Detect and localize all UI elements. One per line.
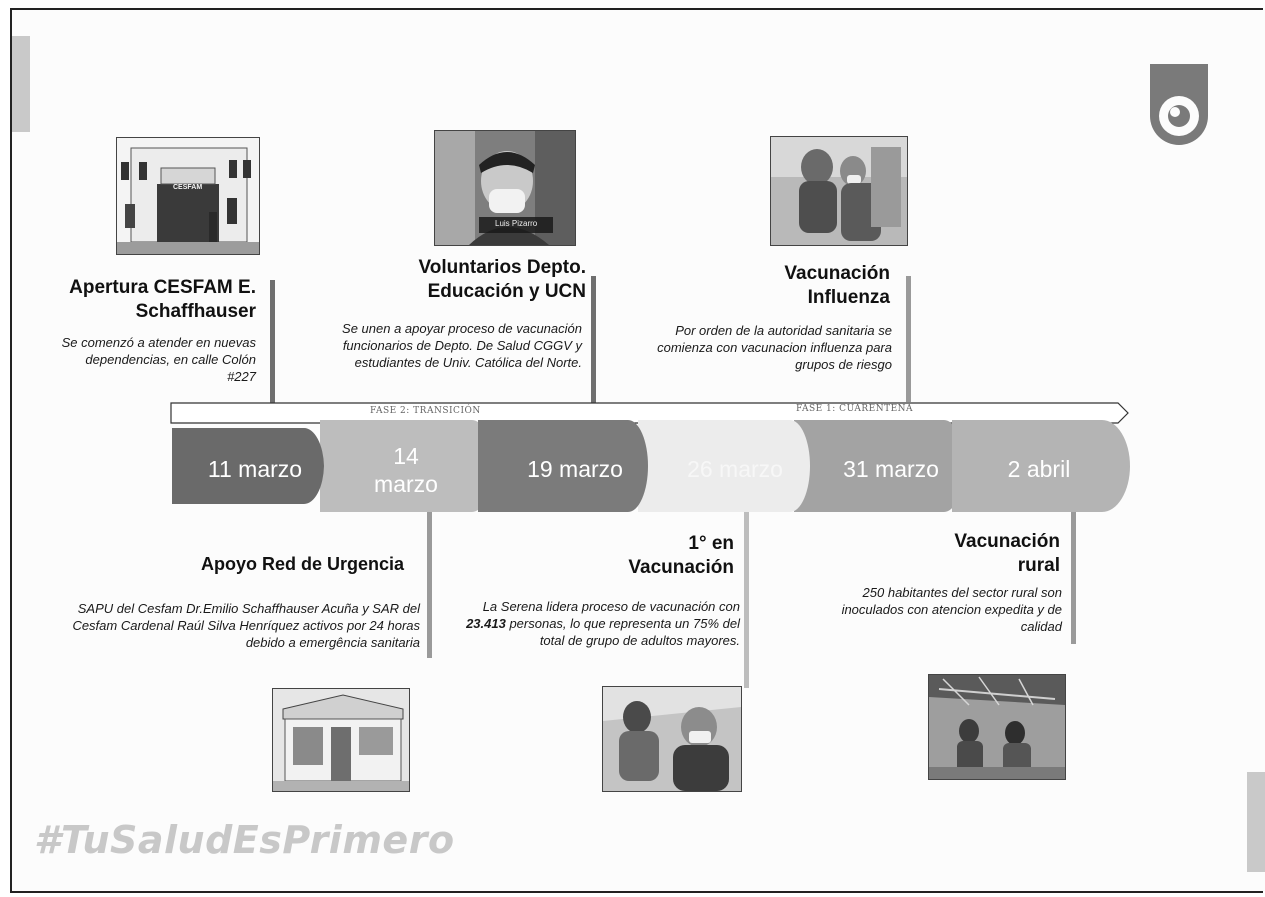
- event-title-cesfam: Apertura CESFAM E. Schaffhauser: [69, 277, 256, 322]
- event-desc-influenza: Por orden de la autoridad sanitaria se c…: [657, 323, 892, 372]
- date-label-14-marzo: 14 marzo: [374, 443, 438, 497]
- event-title-vacunacion-rural: Vacunación rural: [954, 531, 1060, 576]
- date-label-11-marzo: 11 marzo: [207, 456, 303, 482]
- date-label-19-marzo: 19 marzo: [527, 456, 623, 482]
- event-desc-vacunacion-rural: 250 habitantes del sector rural son inoc…: [841, 585, 1062, 634]
- date-ribbon: [172, 420, 1130, 512]
- vaccination-leader-photo: [602, 686, 742, 792]
- logo-icon: [1150, 64, 1208, 145]
- timeline-connector: [1071, 512, 1076, 644]
- rural-vaccination-photo: [928, 674, 1066, 780]
- date-segment-19-marzo: [478, 420, 648, 512]
- hashtag-footer: #TuSaludEsPrimero: [34, 818, 455, 862]
- timeline-connector: [591, 276, 596, 408]
- cesfam-sign-text: CESFAM: [173, 184, 203, 191]
- phase-arrows: [170, 402, 1129, 424]
- timeline-connector: [427, 512, 432, 658]
- event-desc-apoyo-urgencia: SAPU del Cesfam Dr.Emilio Schaffhauser A…: [72, 601, 420, 650]
- phase-1-label: FASE 1: CUARENTENA: [796, 404, 914, 414]
- cesfam-building-photo: CESFAM: [116, 137, 260, 255]
- event-title-apoyo-urgencia: Apoyo Red de Urgencia: [200, 554, 404, 574]
- date-label-26-marzo: 26 marzo: [687, 456, 783, 482]
- date-segment-2-abril: [952, 420, 1130, 512]
- event-desc-cesfam: Se comenzó a atender en nuevas dependenc…: [61, 335, 256, 384]
- date-segment-11-marzo: [172, 427, 324, 505]
- date-segment-31-marzo: [794, 420, 964, 512]
- urgencia-building-photo: [272, 688, 410, 792]
- date-label-31-marzo: 31 marzo: [843, 456, 939, 482]
- right-edge-tab: [1247, 772, 1265, 872]
- timeline-connector: [744, 512, 749, 688]
- event-title-voluntarios: Voluntarios Depto. Educación y UCN: [418, 257, 586, 302]
- event-desc-voluntarios: Se unen a apoyar proceso de vacunación f…: [342, 321, 582, 370]
- event-title-influenza: Vacunación Influenza: [784, 263, 890, 308]
- event-desc-primero-vacunacion: La Serena lidera proceso de vacunación c…: [454, 598, 740, 649]
- timeline-connector: [906, 276, 911, 402]
- volunteer-caption-text: Luis Pizarro: [495, 219, 538, 228]
- influenza-vaccination-photo: [770, 136, 908, 246]
- date-label-2-abril: 2 abril: [1007, 456, 1071, 482]
- phase-2-label: FASE 2: TRANSICIÓN: [370, 406, 481, 416]
- date-segment-14-marzo: [320, 420, 492, 512]
- event-title-primero-vacunacion: 1° en Vacunación: [628, 533, 734, 578]
- desc-text: La Serena lidera proceso de vacunación c…: [482, 599, 740, 614]
- left-edge-tab: [12, 36, 30, 132]
- page-frame: [10, 8, 1263, 893]
- desc-text: personas, lo que representa un 75% del t…: [505, 616, 740, 648]
- timeline-connector: [270, 280, 275, 408]
- date-segment-26-marzo: [638, 420, 810, 512]
- volunteers-photo: Luis Pizarro: [434, 130, 576, 246]
- vaccinated-count: 23.413: [466, 616, 506, 631]
